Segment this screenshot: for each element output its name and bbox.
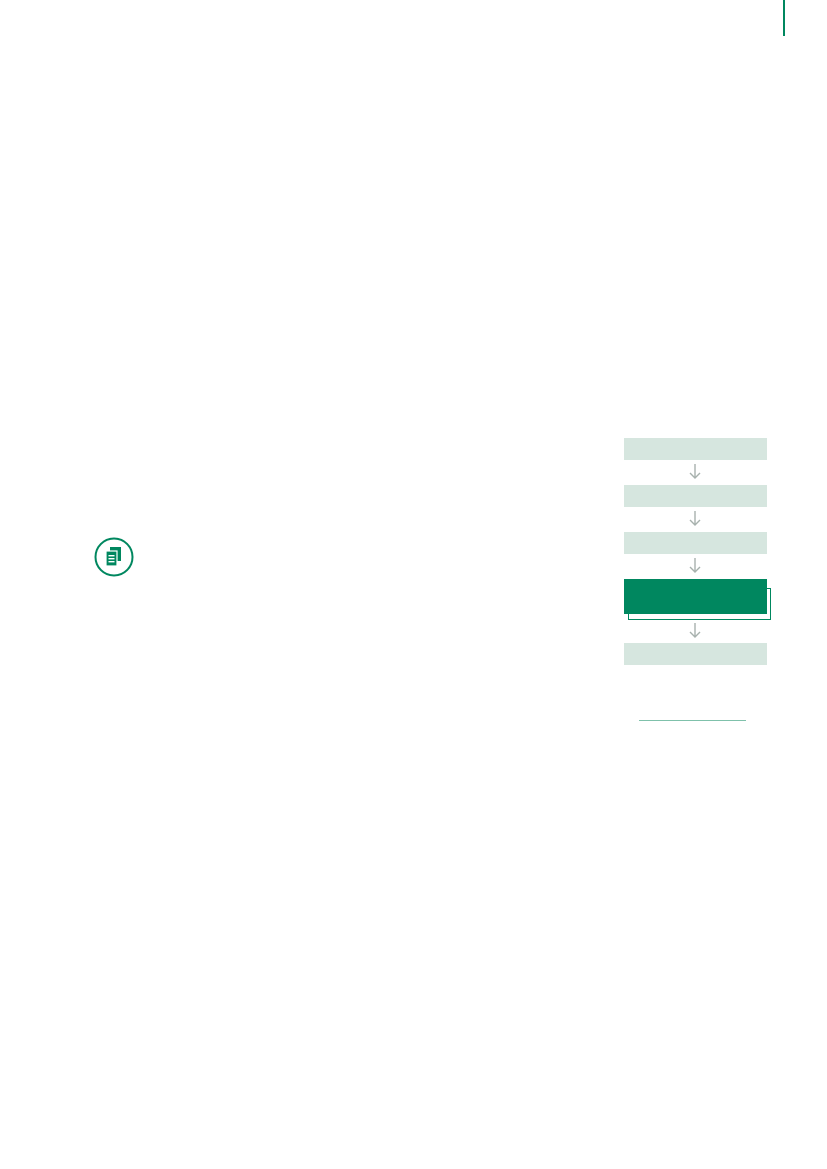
arrow-down-icon <box>687 510 703 528</box>
link-underline <box>639 720 746 721</box>
arrow-down-icon <box>687 622 703 640</box>
flow-step-1 <box>624 438 767 460</box>
page-edge-marker <box>783 0 785 36</box>
arrow-down-icon <box>687 463 703 481</box>
document-copy-icon <box>94 537 134 577</box>
flow-step-4-active <box>624 579 767 614</box>
flow-step-2 <box>624 485 767 507</box>
flow-step-3 <box>624 532 767 554</box>
arrow-down-icon <box>687 557 703 575</box>
process-flow <box>624 438 772 668</box>
flow-step-5 <box>624 643 767 665</box>
